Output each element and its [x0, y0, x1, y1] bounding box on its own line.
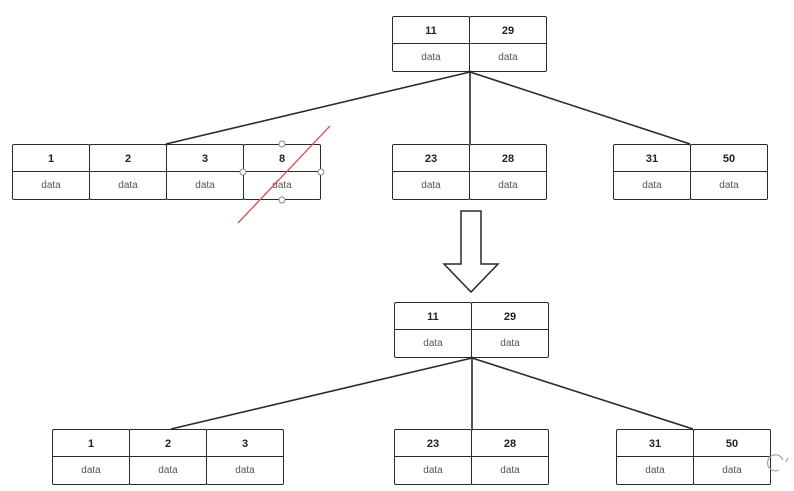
entry-value: data: [694, 456, 770, 484]
entry-value: data: [13, 171, 89, 199]
entry-value: data: [614, 171, 690, 199]
before-middle-entry: 23 data: [392, 144, 470, 200]
entry-value: data: [244, 171, 320, 199]
before-root-entry: 29 data: [469, 16, 547, 72]
after-middle-entry: 28 data: [471, 429, 549, 485]
loading-spinner-icon: [766, 454, 789, 472]
after-edge-left: [170, 357, 473, 430]
after-middle-entry: 23 data: [394, 429, 472, 485]
entry-key: 11: [427, 310, 439, 323]
entry-value: data: [53, 456, 129, 484]
entry-key: 31: [645, 152, 659, 165]
before-left-entry: 3 data: [166, 144, 244, 200]
before-edge-left: [165, 71, 471, 145]
after-right-entry: 50 data: [693, 429, 771, 485]
entry-key: 1: [47, 152, 55, 165]
entry-value: data: [470, 43, 546, 71]
after-edge-right: [471, 357, 694, 430]
entry-key: 3: [201, 152, 209, 165]
entry-value: data: [472, 329, 548, 357]
before-left-entry: 2 data: [89, 144, 167, 200]
entry-key: 3: [241, 437, 249, 450]
entry-value: data: [691, 171, 767, 199]
entry-value: data: [617, 456, 693, 484]
before-root-entry: 11 data: [392, 16, 470, 72]
entry-key: 50: [722, 152, 736, 165]
entry-value: data: [167, 171, 243, 199]
before-right-entry: 50 data: [690, 144, 768, 200]
after-root-entry: 29 data: [471, 302, 549, 358]
entry-key: 28: [503, 437, 517, 450]
entry-key: 29: [501, 24, 515, 37]
entry-key: 23: [426, 437, 440, 450]
down-arrow-icon: [442, 210, 500, 294]
selection-handle-left[interactable]: [239, 168, 247, 176]
before-edge-right: [469, 71, 691, 145]
entry-value: data: [393, 171, 469, 199]
entry-key: 23: [424, 152, 438, 165]
selection-handle-bottom[interactable]: [278, 196, 286, 204]
entry-value: data: [90, 171, 166, 199]
entry-key: 50: [725, 437, 739, 450]
entry-value: data: [130, 456, 206, 484]
entry-value: data: [470, 171, 546, 199]
entry-key: 2: [164, 437, 172, 450]
entry-key: 29: [503, 310, 517, 323]
before-left-entry: 1 data: [12, 144, 90, 200]
after-root-entry: 11 data: [394, 302, 472, 358]
entry-key: 11: [425, 24, 437, 37]
entry-key: 2: [124, 152, 132, 165]
entry-value: data: [395, 329, 471, 357]
entry-value: data: [393, 43, 469, 71]
entry-value: data: [395, 456, 471, 484]
entry-key: 1: [87, 437, 95, 450]
selection-handle-top[interactable]: [278, 140, 286, 148]
after-left-entry: 3 data: [206, 429, 284, 485]
entry-key: 28: [501, 152, 515, 165]
before-middle-entry: 28 data: [469, 144, 547, 200]
delete-strike-line: [237, 125, 331, 224]
after-left-entry: 1 data: [52, 429, 130, 485]
entry-value: data: [472, 456, 548, 484]
selection-handle-right[interactable]: [317, 168, 325, 176]
entry-key: 8: [278, 152, 286, 165]
after-left-entry: 2 data: [129, 429, 207, 485]
entry-value: data: [207, 456, 283, 484]
entry-key: 31: [648, 437, 662, 450]
